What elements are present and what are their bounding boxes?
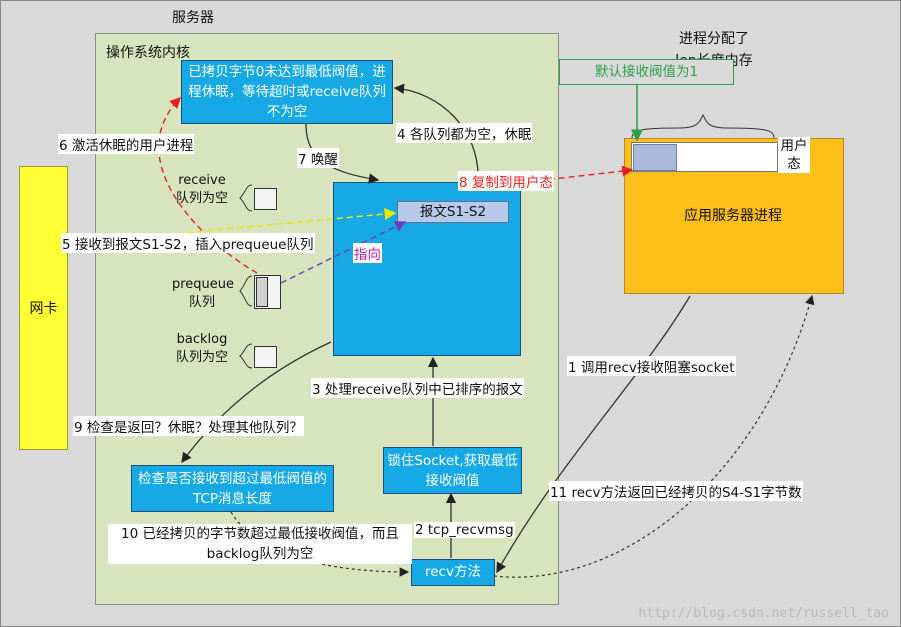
kernel-title: 操作系统内核 — [106, 45, 190, 61]
lock-socket-box: 锁住Socket,获取最低接收阀值 — [383, 447, 522, 494]
receive-queue-box — [254, 188, 277, 210]
threshold-check-text: 检查是否接收到超过最低阀值的TCP消息长度 — [138, 470, 327, 507]
receive-queue-label: receive队列为空 — [172, 172, 232, 208]
arrow-pointer — [280, 221, 407, 284]
message-s1-s2: 报文S1-S2 — [397, 201, 509, 223]
step7-label: 7 唤醒 — [297, 148, 339, 168]
step9-label: 9 检查是返回？休眠？处理其他队列？ — [73, 416, 304, 436]
arrow-step9 — [181, 341, 332, 464]
sleep-box: 已拷贝字节0未达到最低阀值，进程休眠，等待超时或receive队列不为空 — [181, 60, 393, 124]
recv-method-box: recv方法 — [411, 559, 495, 586]
step10-label: 10 已经拷贝的字节数超过最低接收阀值，而且backlog队列为空 — [108, 524, 412, 564]
step4-label: 4 各队列都为空，休眠 — [396, 123, 533, 143]
prequeue-text: prequeue队列 — [172, 277, 235, 310]
arrow-step11 — [493, 294, 815, 578]
prequeue-label: prequeue队列 — [172, 276, 235, 312]
step2-label: 2 tcp_recvmsg — [414, 522, 515, 538]
user-state-label: 用户态 — [778, 137, 810, 173]
default-threshold-label: 默认接收阀值为1 — [559, 59, 734, 85]
arrow-step4 — [393, 83, 479, 181]
step3-label: 3 处理receive队列中已排序的报文 — [311, 378, 524, 398]
step8-label: 8 复制到用户态 — [458, 171, 554, 191]
backlog-queue-box — [254, 346, 277, 368]
pointer-label: 指向 — [353, 243, 382, 263]
server-title: 服务器 — [172, 10, 214, 26]
prequeue-packet — [256, 277, 268, 307]
arrow-step6 — [158, 96, 258, 274]
receive-queue-text: receive队列为空 — [175, 173, 228, 206]
nic-box: 网卡 — [19, 166, 68, 450]
step6-label: 6 激活休眠的用户进程 — [58, 134, 195, 154]
lock-socket-text: 锁住Socket,获取最低接收阀值 — [387, 452, 518, 489]
sleep-box-text: 已拷贝字节0未达到最低阀值，进程休眠，等待超时或receive队列不为空 — [188, 64, 386, 120]
backlog-queue-text: backlog队列为空 — [175, 332, 228, 365]
threshold-check-box: 检查是否接收到超过最低阀值的TCP消息长度 — [131, 465, 334, 512]
copied-bytes-region — [633, 144, 677, 171]
step1-label: 1 调用recv接收阻塞socket — [567, 356, 736, 376]
arrow-step1 — [496, 295, 691, 574]
nic-label: 网卡 — [29, 301, 58, 317]
watermark: http://blog.csdn.net/russell_tao — [638, 606, 889, 621]
buffer-brace — [631, 114, 775, 139]
user-state-text: 用户态 — [780, 138, 808, 172]
prequeue-brace — [239, 275, 253, 307]
receive-queue-brace — [239, 184, 253, 212]
app-process-label: 应用服务器进程 — [684, 208, 782, 224]
backlog-queue-brace — [239, 343, 253, 369]
backlog-queue-label: backlog队列为空 — [172, 331, 232, 367]
step11-label: 11 recv方法返回已经拷贝的S4-S1字节数 — [549, 481, 803, 501]
step5-label: 5 接收到报文S1-S2，插入prequeue队列 — [61, 233, 315, 253]
